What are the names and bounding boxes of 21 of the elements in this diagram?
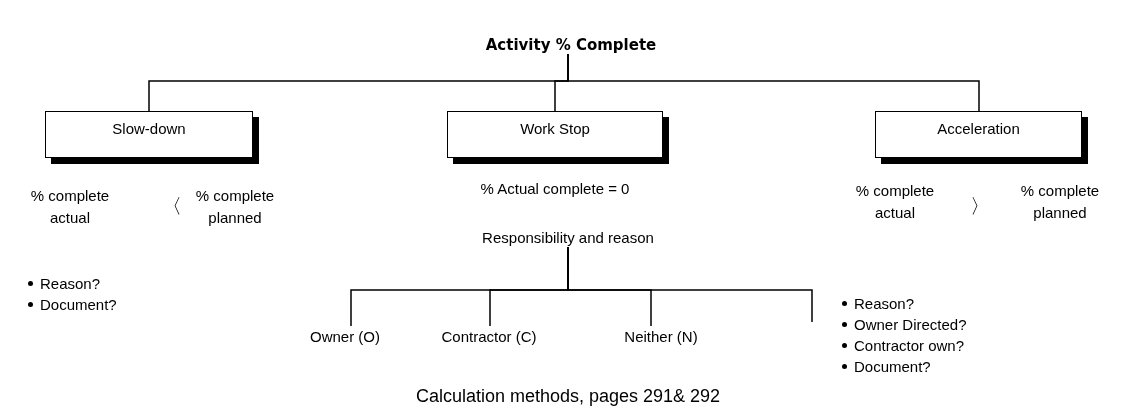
bullet-item: Document? bbox=[854, 357, 931, 377]
condition-text: % complete planned bbox=[194, 186, 276, 228]
condition-text: % Actual complete = 0 bbox=[479, 179, 631, 199]
branch-label: Contractor (C) bbox=[428, 326, 550, 346]
condition-text: % complete planned bbox=[1019, 181, 1101, 223]
branch-label: Neither (N) bbox=[608, 326, 714, 346]
comparison-sign: 〉 bbox=[970, 195, 990, 217]
comparison-sign: 〈 bbox=[162, 195, 182, 217]
bullet-item: Document? bbox=[40, 295, 117, 315]
bullet-item: Owner Directed? bbox=[854, 315, 967, 335]
condition-text: % complete actual bbox=[854, 181, 936, 223]
bullet-item: Reason? bbox=[854, 294, 915, 314]
branch-label: Responsibility and reason bbox=[458, 227, 678, 247]
connector-line bbox=[567, 246, 813, 323]
branch-label: Owner (O) bbox=[295, 326, 395, 346]
diagram-title: Activity % Complete bbox=[441, 36, 701, 54]
connector-line bbox=[567, 53, 980, 112]
bullet-item: Contractor own? bbox=[854, 336, 965, 356]
bullet-item: Reason? bbox=[40, 274, 101, 294]
caption: Calculation methods, pages 291& 292 bbox=[414, 386, 722, 407]
condition-text: % complete actual bbox=[29, 186, 111, 228]
